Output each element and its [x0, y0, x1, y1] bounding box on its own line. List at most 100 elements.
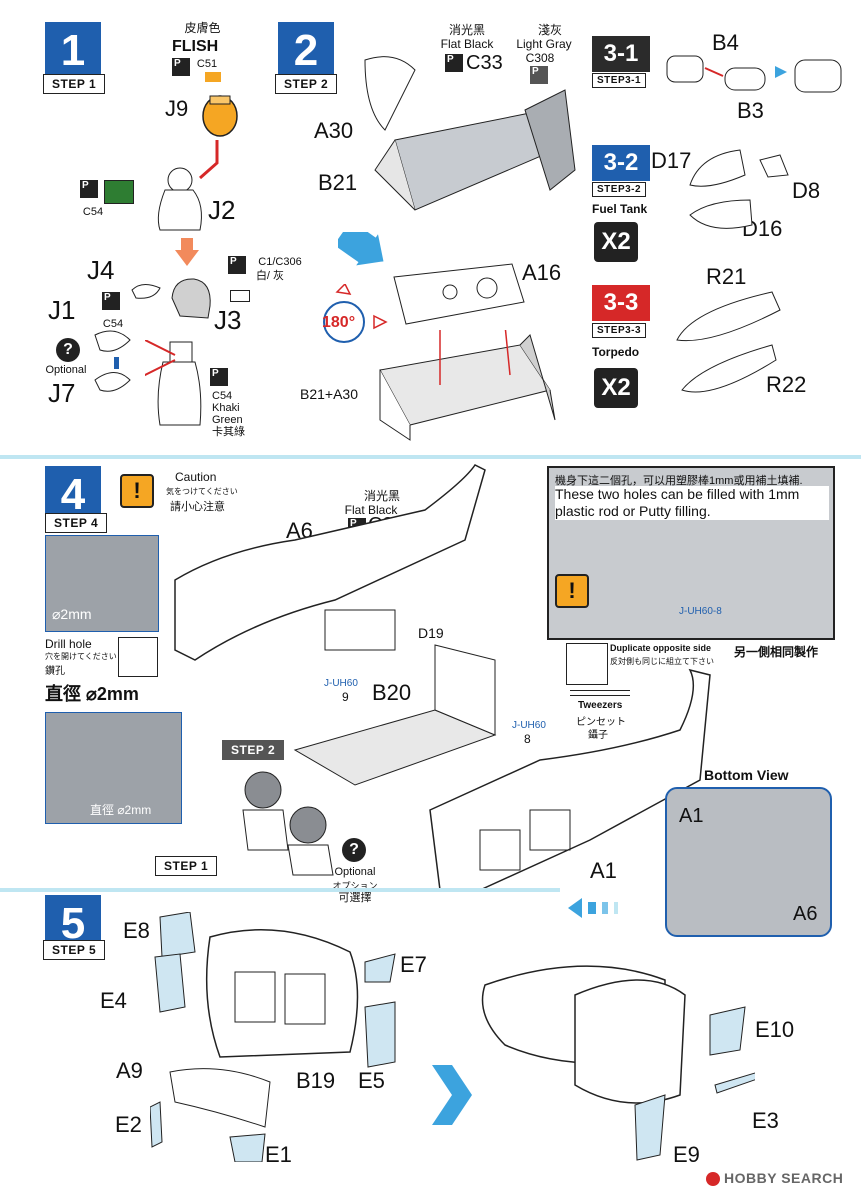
part-b19: B19 — [296, 1068, 336, 1093]
note-part-ref: J-UH60-8 — [679, 606, 722, 617]
fuselage-floor — [293, 644, 497, 786]
drill-size-2: 直徑 ⌀2mm — [90, 803, 152, 817]
duplicate-jp: 反対側も同じに組立て下さい — [610, 657, 714, 666]
note-cn: 機身下這二個孔，可以用塑膠棒1mm或用補土填補. — [555, 475, 803, 487]
optional-label: Optional — [45, 364, 87, 376]
arrow-left-bottom — [568, 898, 618, 918]
paint-code-j3: C1/C306 — [258, 256, 302, 268]
bottom-view-a1: A1 — [679, 805, 704, 827]
jul-num-9: 9 — [342, 690, 349, 704]
canopy-assembly — [481, 965, 755, 1161]
step-1-label: STEP 1 — [43, 74, 106, 94]
tweezers-cn: 鑷子 — [588, 730, 608, 741]
rotate-label: 180° — [322, 314, 356, 331]
times-two-fuel: X2 — [594, 222, 638, 262]
part-j4-shape — [131, 284, 161, 299]
paint-icon — [172, 58, 190, 76]
part-j9: J9 — [165, 96, 189, 121]
paint-khaki-label: C54 Khaki Green 卡其綠 — [212, 390, 245, 438]
part-e9: E9 — [673, 1142, 700, 1167]
part-d8: D8 — [792, 178, 821, 203]
tweezers-en: Tweezers — [578, 700, 623, 711]
part-d17: D17 — [651, 148, 692, 173]
flat-black-en: Flat Black — [440, 37, 494, 51]
light-gray-en: Light Gray — [516, 37, 572, 51]
step-1-ref: STEP 1 — [155, 856, 218, 876]
bottom-view-box: A1 A6 — [665, 787, 832, 937]
divider-top — [0, 455, 861, 459]
torpedo-label: Torpedo — [592, 345, 640, 359]
part-j3-helmet — [171, 278, 211, 319]
tweezers-icon — [570, 690, 630, 696]
note-en: These two holes can be filled with 1mm p… — [555, 486, 829, 520]
fuel-tank-label: Fuel Tank — [592, 202, 648, 216]
step-3-2-number: 3-2 — [592, 145, 650, 181]
part-e8: E8 — [123, 918, 150, 943]
step-5-label: STEP 5 — [43, 940, 106, 960]
drill-jp: 穴を開けてください — [45, 652, 117, 661]
optional-icon-4: ? — [342, 838, 366, 862]
part-a9: A9 — [116, 1058, 143, 1083]
step-3-1-number: 3-1 — [592, 36, 650, 72]
part-j4: J4 — [87, 255, 115, 285]
drill-inset-2: 直徑 ⌀2mm — [45, 712, 182, 824]
paint-icon-j4 — [102, 292, 120, 310]
assembled-cockpit — [379, 330, 556, 441]
paint-icon-c308 — [530, 66, 548, 84]
jul-num-8: 8 — [524, 732, 531, 746]
step-3-1-label: STEP3-1 — [592, 73, 647, 88]
part-b4: B4 — [712, 30, 739, 55]
step-3-3-number: 3-3 — [592, 285, 650, 321]
part-a1: A1 — [590, 858, 617, 883]
light-gray-cn: 淺灰 — [537, 23, 562, 37]
step-2-ref: STEP 2 — [222, 740, 285, 760]
part-b3: B3 — [737, 98, 764, 123]
note-caution-icon: ! — [555, 574, 589, 608]
part-e4: E4 — [100, 988, 127, 1013]
optional-question-icon: ? — [56, 338, 80, 362]
drill-cn: 鑽孔 — [45, 666, 65, 677]
jul-label-8: J-UH60 — [512, 720, 546, 731]
cockpit-assembly — [364, 56, 576, 211]
paint-icon-c54 — [80, 180, 98, 198]
drill-inset-1: ⌀2mm — [45, 535, 159, 632]
part-j2: J2 — [208, 195, 236, 225]
fuselage-upper — [174, 464, 486, 661]
part-e7: E7 — [400, 952, 427, 977]
caution-en: Caution — [175, 470, 217, 484]
tweezers-jp: ピンセット — [576, 717, 626, 728]
arrow-right-step5 — [432, 1065, 472, 1125]
rotate-180-icon — [323, 284, 388, 343]
note-box: 機身下這二個孔，可以用塑膠棒1mm或用補土填補. These two holes… — [547, 466, 835, 640]
flat-black-cn-4: 消光黑 — [363, 489, 400, 503]
brand-name: HOBBY SEARCH — [724, 1170, 844, 1186]
paint-code: C51 — [196, 58, 218, 70]
step-1-number: 1 — [45, 22, 101, 78]
part-j2-figure — [157, 167, 202, 231]
paint-cn-label: 皮膚色 — [184, 21, 221, 35]
duplicate-cn: 另一側相同製作 — [734, 645, 819, 659]
optional-jp-4: オプション — [332, 881, 378, 891]
part-d19: D19 — [418, 625, 444, 641]
paint-icon-c33 — [445, 54, 463, 72]
part-a16: A16 — [522, 260, 562, 285]
optional-label-4: Optional — [334, 866, 376, 878]
part-b20: B20 — [372, 680, 412, 705]
caution-cn: 請小心注意 — [170, 501, 225, 513]
paint-code-j3-cn: 白/ 灰 — [255, 270, 285, 282]
part-j3: J3 — [214, 305, 242, 335]
part-b21: B21 — [318, 170, 358, 195]
step-4-label: STEP 4 — [45, 513, 108, 533]
flat-black-en-4: Flat Black — [344, 503, 398, 517]
torpedo-shapes — [676, 291, 781, 393]
paint-swatch-green — [104, 180, 134, 204]
part-e1: E1 — [265, 1142, 292, 1167]
flat-black-cn: 消光黑 — [448, 23, 485, 37]
part-seated-figure — [145, 340, 202, 426]
paint-icon-j3 — [228, 256, 246, 274]
times-two-torpedo: X2 — [594, 368, 638, 408]
part-j1-j7-arms — [94, 330, 131, 392]
step-2-label: STEP 2 — [275, 74, 338, 94]
part-e3: E3 — [752, 1108, 779, 1133]
rotate-arrow — [338, 232, 384, 266]
